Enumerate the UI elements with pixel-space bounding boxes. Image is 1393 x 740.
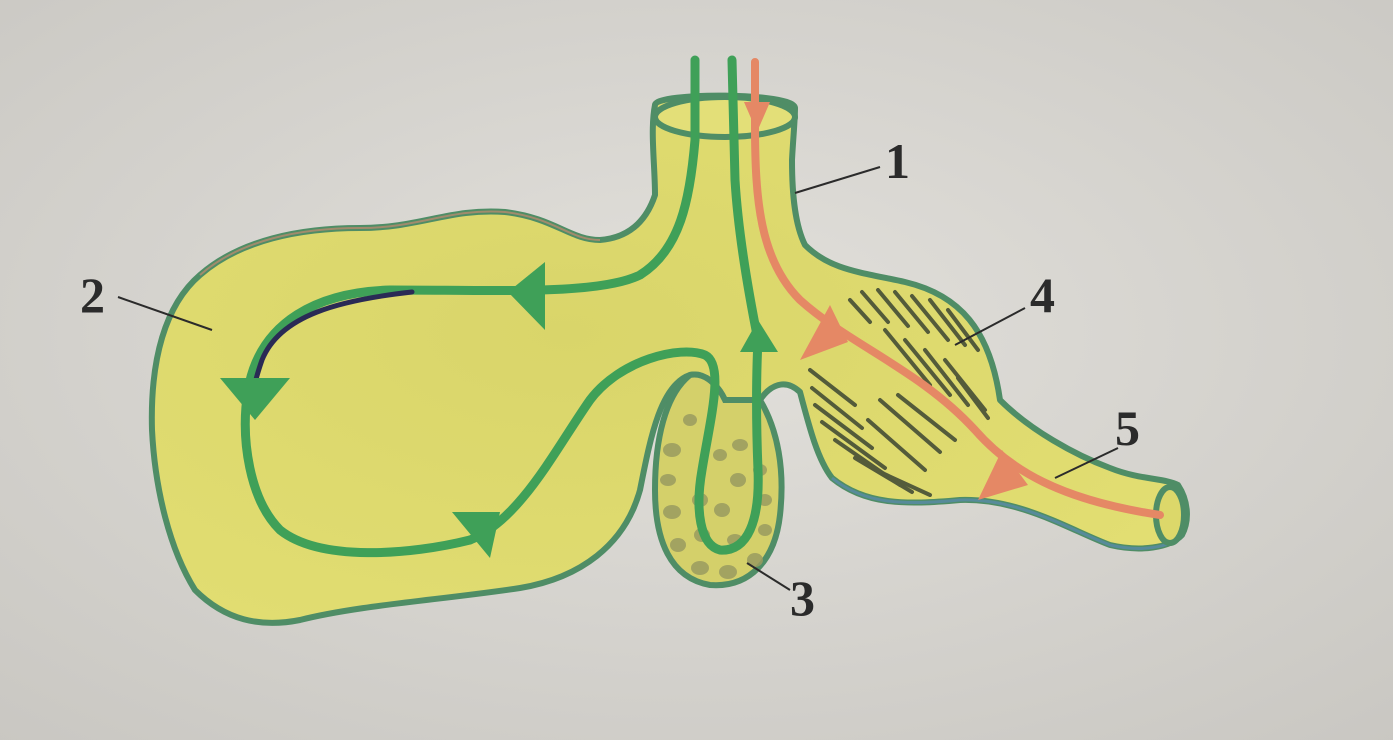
label-4: 4 (1030, 267, 1055, 323)
label-3: 3 (790, 570, 815, 626)
esophagus-opening (655, 97, 795, 137)
label-1: 1 (885, 133, 910, 189)
label-2: 2 (80, 267, 105, 323)
label-5: 5 (1115, 400, 1140, 456)
